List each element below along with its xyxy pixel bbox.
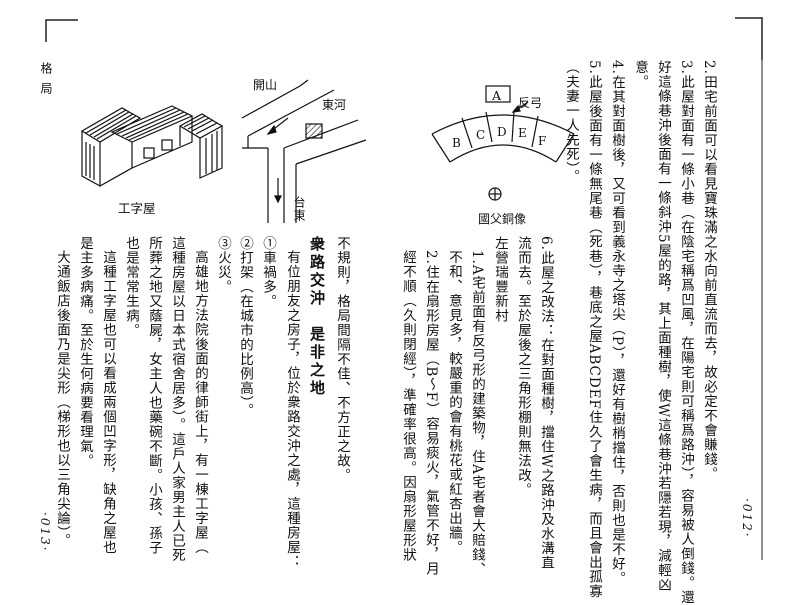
right-line-13: 2.住在扇形房屋（B～F）容易痰火，氣管不好，月 (423, 250, 439, 577)
left-line-1: 不規則，格局間隔不佳、不方正之故。 (334, 236, 350, 483)
left-line-10: 也是常常生病。 (123, 236, 139, 338)
right-line-11: 1.A宅前面有反弓形的建築物，住A宅者會大賠錢、 (469, 250, 485, 577)
left-line-8: 這種房屋以日本式宿舍居多）。這戶人家男主人已死 (169, 236, 185, 563)
right-subheading: 左營瑞豐新村 (492, 236, 508, 323)
left-line-7: 高雄地方法院後面的律師街上，有一棟工字屋（ (192, 250, 208, 555)
left-line-9: 所葬之地又蔭屍，女主人也藥碗不斷。小孩、孫子 (146, 236, 162, 555)
left-line-6: ③火災。 (215, 236, 231, 294)
left-line-3: 有位朋友之房子，位於衆路交沖之處，這種房屋： (284, 250, 300, 569)
fan-segment-c: C (476, 128, 486, 142)
map-label-taidong: 台東 (292, 196, 306, 222)
gong-house-caption: 工字屋 (118, 201, 156, 216)
right-line-2: 3.此屋對面有一條小巷（在陰宅稱爲凹風，在陽宅則可稱爲路沖），容易被人倒錢。還 (678, 60, 694, 605)
left-line-13: 大通飯店後面乃是尖形（梯形也以三角尖論）。 (54, 250, 70, 548)
right-line-3: 好這條巷沖後面有一條斜沖5屋的路，其上面種樹，使W這條巷沖若隱若現，減輕凶 (655, 60, 671, 592)
right-line-4: 意。 (632, 60, 648, 89)
fan-label-fangong: 反弓 (518, 96, 543, 110)
gong-house-figure (80, 105, 224, 188)
left-line-12: 是主多病痛。至於生何病要看理氣。 (77, 236, 93, 468)
map-label-kaishan: 開山 (253, 78, 278, 92)
margin-label: 格局 (39, 62, 53, 102)
left-line-5: ②打架（在城市的比例高）。 (237, 236, 253, 418)
right-line-8: 6.此屋之改法：在對面種樹，擋住W之路沖及水溝直 (538, 236, 554, 571)
right-line-9: 流而去。至於屋後之三角形棚則無法改。 (515, 236, 531, 497)
page-number-left: ·013· (38, 512, 52, 553)
fan-segment-f: F (538, 134, 547, 148)
right-line-5: 4.在其對面樹後，又可看到義永寺之塔尖（P），還好有樹梢擋住，否則也是不好。 (609, 60, 625, 586)
fan-label-a: A (492, 88, 502, 103)
left-line-4: ①車禍多。 (260, 236, 276, 309)
fan-segment-e: E (518, 126, 527, 140)
fan-houses-figure (431, 85, 575, 201)
right-line-7: （夫妻一人先死）。 (563, 60, 579, 184)
page-number-right: ·012· (740, 498, 754, 539)
fan-segment-d: D (497, 125, 507, 139)
right-line-6: 5.此屋後面有一條無尾巷（死巷），巷底之屋ABCDEF住久了會生病，而且會出孤寡 (586, 60, 602, 599)
map-label-donghe: 東河 (322, 98, 347, 112)
fan-label-statue: 國父銅像 (478, 212, 527, 226)
right-line-12: 不和、意見多，較嚴重的會有桃花或紅杏出牆。 (446, 250, 462, 555)
right-line-14: 經不順（久則閉經），準確率很高。因扇形屋形狀 (400, 250, 416, 563)
left-line-11: 這種工字屋也可以看成兩個凹字形，缺角之屋也 (100, 250, 116, 555)
fan-segment-b: B (452, 136, 461, 150)
road-junction-figure (241, 79, 367, 223)
right-line-1: 2.田宅前面可以看見寶珠滿之水向前直流而去，故必定不會賺錢。 (701, 60, 717, 481)
section-heading: 衆路交沖 是非之地 (308, 236, 326, 398)
